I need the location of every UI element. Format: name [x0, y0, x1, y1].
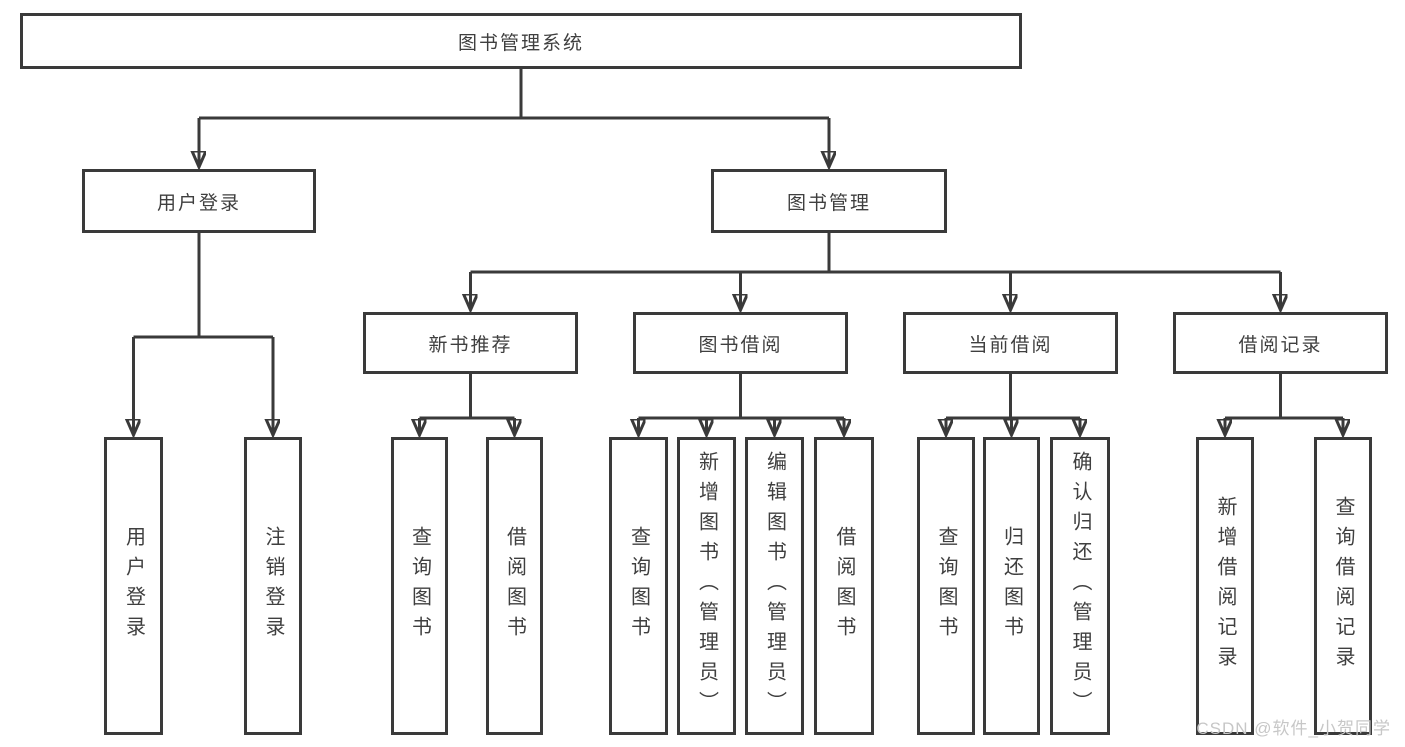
node-leaf-current-query-books: 查询图书 — [917, 437, 975, 735]
connector-user-login — [134, 233, 274, 435]
connector-book-management — [471, 233, 1281, 310]
node-leaf-records-query-record: 查询借阅记录 — [1314, 437, 1372, 735]
node-user-login-branch: 用户登录 — [82, 169, 316, 233]
node-borrow-records: 借阅记录 — [1173, 312, 1388, 374]
connector-current-borrow — [946, 374, 1080, 435]
node-leaf-borrow-query-books: 查询图书 — [609, 437, 668, 735]
node-leaf-records-add-record: 新增借阅记录 — [1196, 437, 1254, 735]
csdn-watermark: CSDN @软件_小贺同学 — [1196, 719, 1391, 738]
node-leaf-logout: 注销登录 — [244, 437, 302, 735]
node-leaf-current-confirm-return: 确认归还（管理员） — [1050, 437, 1110, 735]
connector-new-book-recommend — [420, 374, 515, 435]
node-leaf-current-return-books: 归还图书 — [983, 437, 1040, 735]
node-current-borrow: 当前借阅 — [903, 312, 1118, 374]
node-leaf-borrow-add-books: 新增图书（管理员） — [677, 437, 736, 735]
node-book-borrow: 图书借阅 — [633, 312, 848, 374]
node-new-book-recommend: 新书推荐 — [363, 312, 578, 374]
connector-book-borrow — [639, 374, 845, 435]
node-leaf-borrow-borrow-books: 借阅图书 — [814, 437, 874, 735]
node-leaf-user-login: 用户登录 — [104, 437, 163, 735]
connector-root — [199, 69, 829, 167]
node-leaf-recommend-borrow-books: 借阅图书 — [486, 437, 543, 735]
node-leaf-borrow-edit-books: 编辑图书（管理员） — [745, 437, 804, 735]
node-book-management-branch: 图书管理 — [711, 169, 947, 233]
node-leaf-recommend-query-books: 查询图书 — [391, 437, 448, 735]
connector-borrow-records — [1225, 374, 1343, 435]
node-root: 图书管理系统 — [20, 13, 1022, 69]
